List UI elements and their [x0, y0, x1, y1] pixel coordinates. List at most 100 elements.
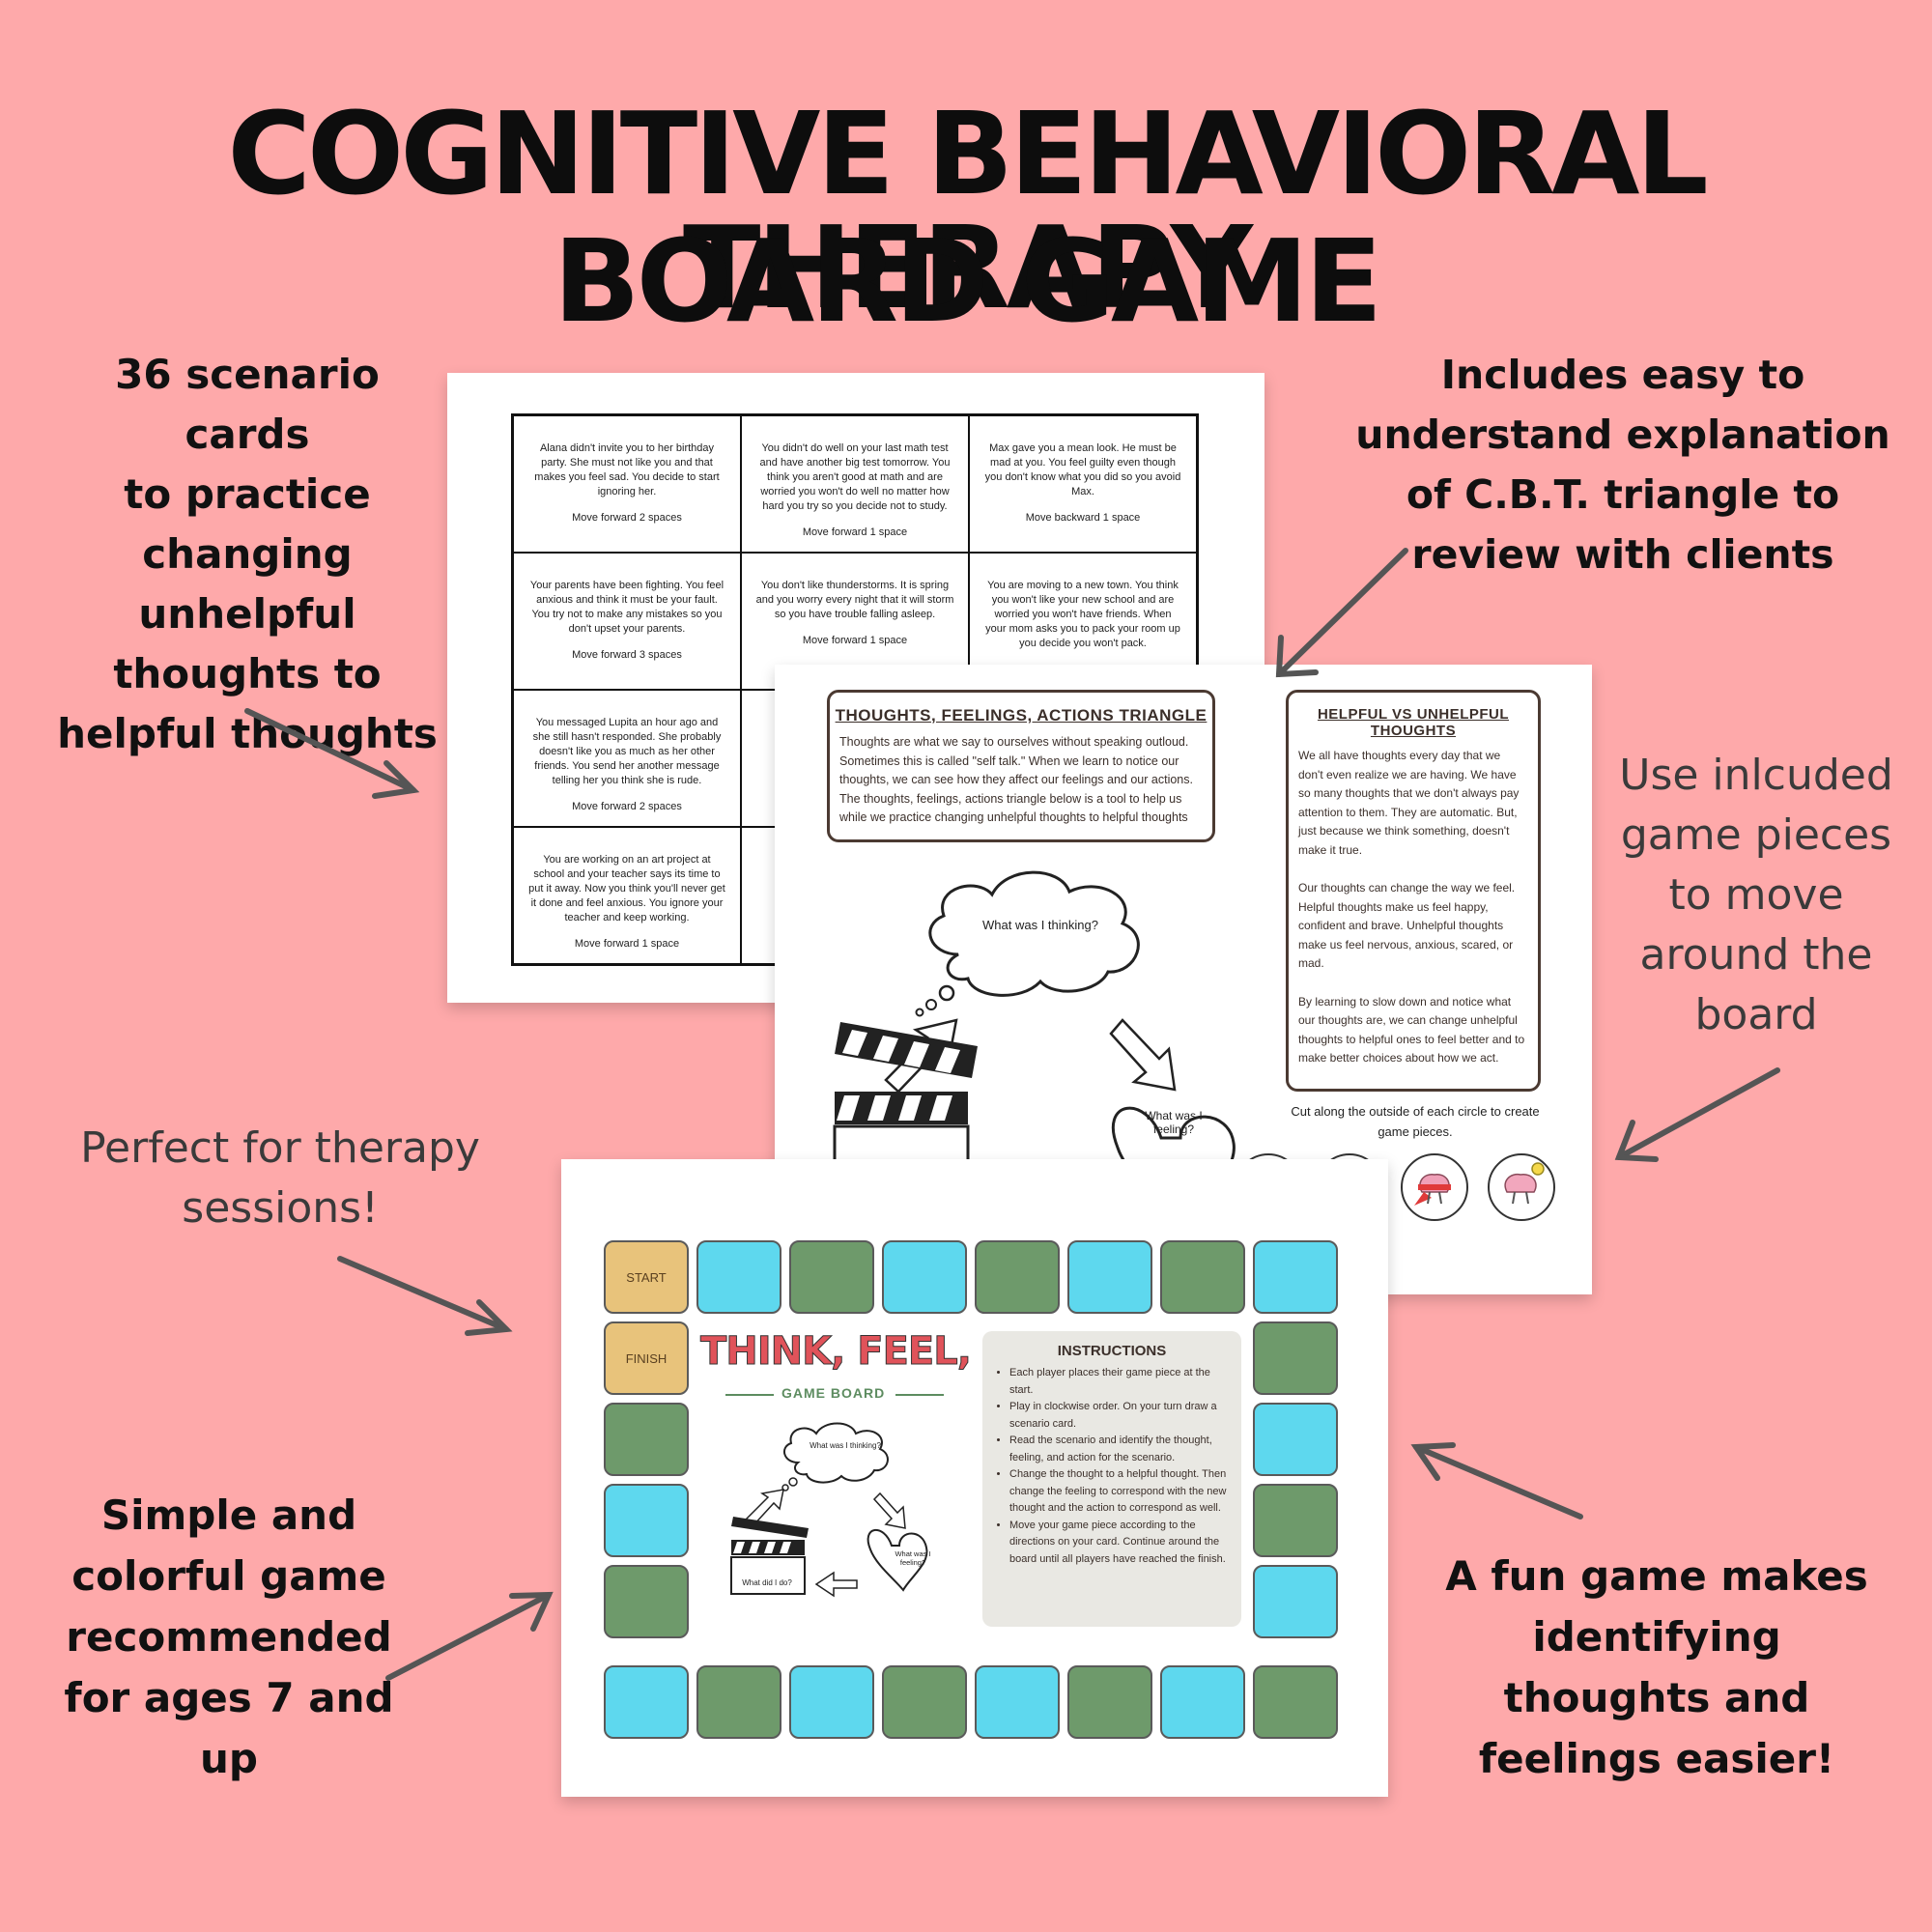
- callout-fun-game: A fun game makes identifying thoughts an…: [1420, 1546, 1893, 1789]
- cut-note: Cut along the outside of each circle to …: [1291, 1104, 1540, 1139]
- board-tile: [1253, 1403, 1338, 1476]
- callout-explanation: Includes easy to understand explanation …: [1352, 345, 1893, 584]
- callout-line: unhelpful: [138, 590, 356, 638]
- board-tile: [604, 1403, 689, 1476]
- board-tile: [604, 1484, 689, 1557]
- callout-line: board: [1694, 990, 1818, 1039]
- thought-dot-icon: [915, 1008, 924, 1017]
- board-tile: [1067, 1240, 1152, 1314]
- callout-line: sessions!: [182, 1183, 379, 1233]
- callout-line: helpful thoughts: [57, 710, 438, 757]
- board-tile: [1253, 1321, 1338, 1395]
- instruction-item: Each player places their game piece at t…: [1009, 1365, 1232, 1399]
- scenario-card: Alana didn't invite you to her birthday …: [513, 415, 741, 553]
- callout-line: review with clients: [1411, 531, 1834, 578]
- board-tile: [975, 1240, 1060, 1314]
- callout-line: Use inlcuded: [1619, 751, 1893, 800]
- scenario-card-move: Move forward 3 spaces: [572, 649, 682, 661]
- callout-line: for ages 7 and: [64, 1674, 394, 1721]
- start-tile: START: [604, 1240, 689, 1314]
- title-line-2: BOARD GAME: [553, 214, 1383, 348]
- mini-clapperboard-icon: [730, 1517, 809, 1595]
- mini-do-label: What did I do?: [742, 1578, 792, 1587]
- board-tile: [696, 1240, 781, 1314]
- callout-line: of C.B.T. triangle to: [1406, 471, 1840, 518]
- scenario-card: Max gave you a mean look. He must be mad…: [969, 415, 1197, 553]
- thinking-label: What was I thinking?: [982, 918, 1098, 932]
- callout-line: understand explanation: [1355, 412, 1890, 458]
- instruction-item: Move your game piece according to the di…: [1009, 1518, 1232, 1569]
- feeling-label: What was I feeling?: [1145, 1109, 1203, 1136]
- thought-cloud-icon: [928, 870, 1140, 997]
- callout-line: feelings easier!: [1478, 1735, 1835, 1782]
- scenario-card-move: Move backward 1 space: [1025, 512, 1141, 524]
- board-tile: [882, 1665, 967, 1739]
- triangle-info-heading: THOUGHTS, FEELINGS, ACTIONS TRIANGLE: [835, 706, 1208, 724]
- callout-line: to practice: [124, 470, 371, 518]
- mini-arrow-down-icon: [872, 1492, 906, 1529]
- callout-line: changing: [142, 530, 353, 578]
- scenario-card: You don't like thunderstorms. It is spri…: [741, 553, 969, 690]
- scenario-card-move: Move forward 1 space: [802, 526, 908, 538]
- scenario-card-text: Alana didn't invite you to her birthday …: [534, 442, 720, 497]
- scenario-card-text: You didn't do well on your last math tes…: [759, 442, 951, 512]
- arrow-to-pieces-icon: [1614, 1067, 1780, 1162]
- game-board-subtitle: GAME BOARD: [781, 1385, 886, 1401]
- helpful-thoughts-box: HELPFUL VS UNHELPFUL THOUGHTS We all hav…: [1286, 690, 1541, 1092]
- arrow-to-board-left-icon: [337, 1256, 513, 1336]
- callout-line: Includes easy to: [1440, 352, 1805, 398]
- board-tile: [696, 1665, 781, 1739]
- arrow-down-icon: [1109, 1018, 1177, 1092]
- scenario-card-move: Move forward 1 space: [802, 635, 908, 646]
- scenario-card-move: Move forward 2 spaces: [572, 512, 682, 524]
- callout-line: up: [200, 1735, 258, 1782]
- subtitle-rule-right: [895, 1394, 944, 1396]
- mini-thought-cloud-icon: [782, 1422, 889, 1484]
- scenario-card-move: Move forward 1 space: [574, 938, 680, 950]
- instructions-heading: INSTRUCTIONS: [1057, 1343, 1167, 1359]
- scenario-card-text: You messaged Lupita an hour ago and she …: [532, 717, 722, 786]
- callout-line: identifying: [1532, 1613, 1781, 1661]
- scenario-card: You are moving to a new town. You think …: [969, 553, 1197, 690]
- helpful-thoughts-p1: We all have thoughts every day that we d…: [1298, 749, 1520, 857]
- triangle-info-box: THOUGHTS, FEELINGS, ACTIONS TRIANGLE Tho…: [827, 690, 1215, 842]
- board-tile: [789, 1240, 874, 1314]
- mini-arrow-left-icon: [814, 1571, 858, 1598]
- board-tile: [1160, 1240, 1245, 1314]
- board-tile: [975, 1665, 1060, 1739]
- game-piece-idea-brain-icon: [1488, 1153, 1555, 1221]
- arrow-to-board-bottom-icon: [385, 1591, 554, 1681]
- instruction-item: Read the scenario and identify the thoug…: [1009, 1433, 1232, 1466]
- board-tile: [604, 1665, 689, 1739]
- mini-heart-icon: [867, 1528, 928, 1592]
- board-tile: [1253, 1484, 1338, 1557]
- callout-scenario-cards: 36 scenario cards to practice changing u…: [48, 345, 446, 764]
- page-title: COGNITIVE BEHAVIORAL THERAPY: [0, 97, 1932, 325]
- thought-dot-icon: [925, 999, 937, 1010]
- callout-line: thoughts to: [113, 650, 382, 697]
- callout-line: recommended: [66, 1613, 392, 1661]
- instruction-item: Play in clockwise order. On your turn dr…: [1009, 1399, 1232, 1433]
- board-tile: [604, 1565, 689, 1638]
- scenario-card-move: Move forward 2 spaces: [572, 801, 682, 812]
- instructions-panel: INSTRUCTIONS Each player places their ga…: [982, 1331, 1241, 1627]
- callout-simple-colorful: Simple and colorful game recommended for…: [48, 1485, 410, 1789]
- triangle-info-text: Thoughts are what we say to ourselves wi…: [839, 735, 1193, 824]
- arrow-to-board-right-icon: [1410, 1442, 1583, 1520]
- mini-triangle-diagram: [730, 1422, 928, 1598]
- mini-thinking-label: What was I thinking?: [810, 1441, 881, 1450]
- title-line-1: COGNITIVE BEHAVIORAL THERAPY: [227, 87, 1708, 334]
- mini-thought-dot-icon: [788, 1477, 798, 1487]
- helpful-thoughts-p2: Our thoughts can change the way we feel.…: [1298, 881, 1516, 970]
- callout-line: colorful game: [71, 1552, 386, 1600]
- board-tile: [1253, 1565, 1338, 1638]
- page-title-line-2: BOARD GAME: [0, 224, 1932, 338]
- scenario-card: Your parents have been fighting. You fee…: [513, 553, 741, 690]
- callout-line: thoughts and: [1503, 1674, 1810, 1721]
- board-tile: [789, 1665, 874, 1739]
- callout-line: to move: [1668, 870, 1844, 920]
- board-tile: [1253, 1665, 1338, 1739]
- instruction-item: Change the thought to a helpful thought.…: [1009, 1466, 1232, 1518]
- scenario-card: You are working on an art project at sch…: [513, 827, 741, 964]
